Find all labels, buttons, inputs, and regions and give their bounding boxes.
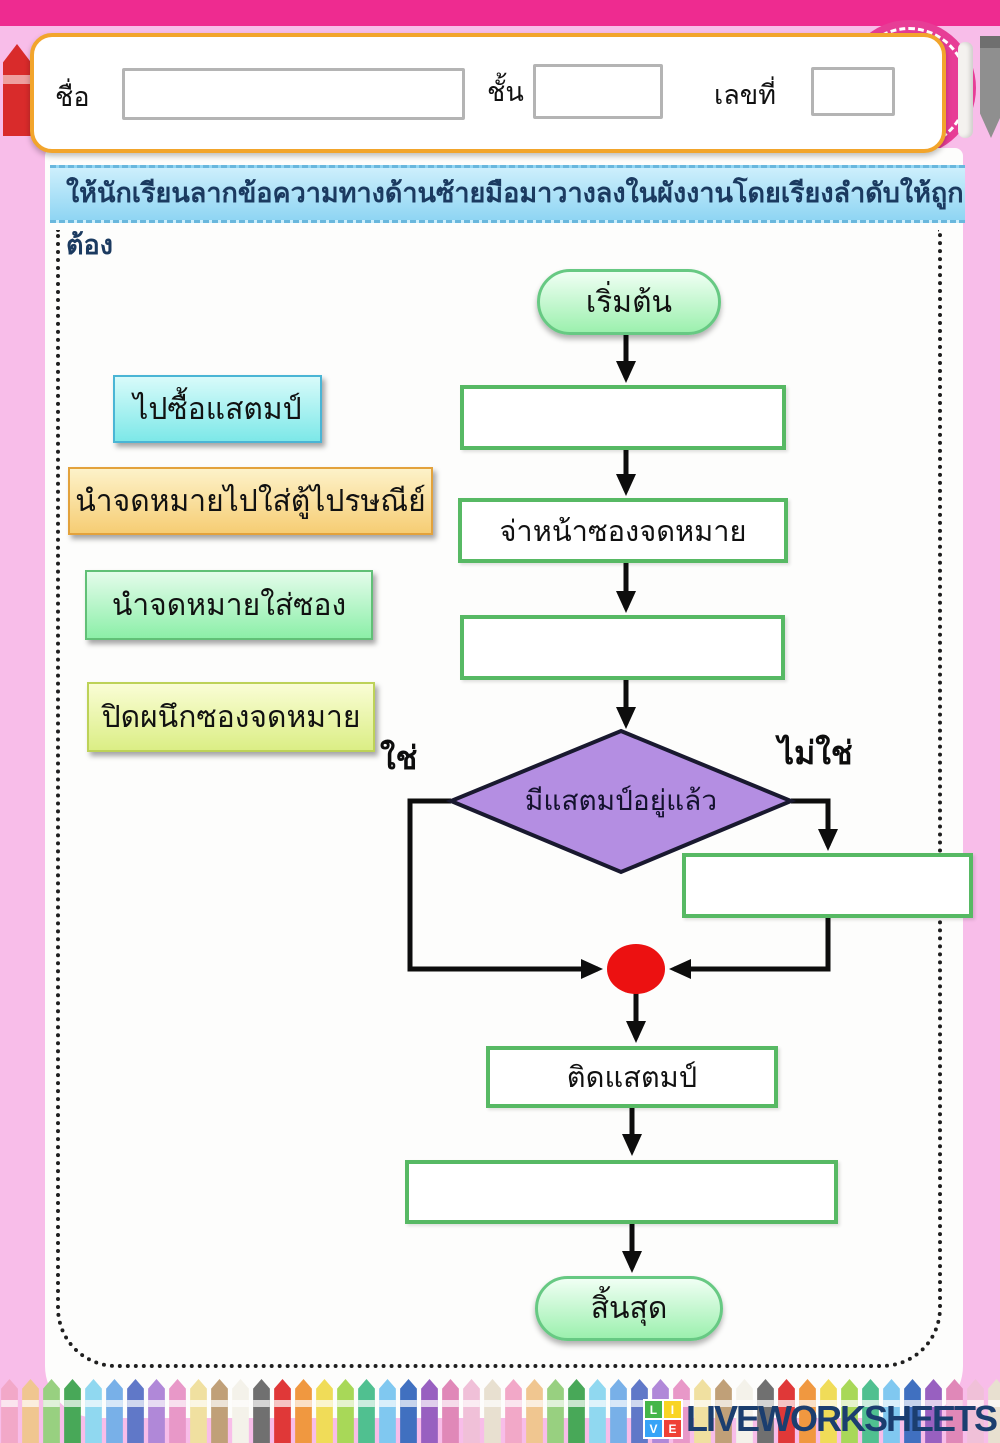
flow-address-node: จ่าหน้าซองจดหมาย (458, 498, 788, 563)
number-input[interactable] (811, 67, 895, 116)
crayon-border-decoration (0, 1379, 1000, 1443)
branch-no-label: ไม่ใช่ (778, 734, 853, 772)
drag-label-seal-envelope[interactable]: ปิดผนึกซองจดหมาย (87, 682, 375, 752)
crayon-decoration (421, 1379, 438, 1443)
flow-drop-slot-1[interactable] (460, 385, 786, 450)
crayon-decoration (274, 1379, 291, 1443)
crayon-decoration (232, 1379, 249, 1443)
red-crayon-icon (3, 44, 31, 136)
crayon-decoration (967, 1379, 984, 1443)
crayon-decoration (820, 1379, 837, 1443)
crayon-decoration (85, 1379, 102, 1443)
liveworksheets-wordmark: LIVEWORKSHEETS (685, 1398, 998, 1439)
gray-pen-icon (980, 36, 1000, 138)
flow-decision-node: มีแสตมป์อยู่แล้ว (524, 784, 718, 817)
crayon-decoration (757, 1379, 774, 1443)
crayon-decoration (505, 1379, 522, 1443)
crayon-decoration (148, 1379, 165, 1443)
class-input[interactable] (533, 64, 663, 119)
drag-label-put-letter-in-envelope[interactable]: นำจดหมายใส่ซอง (85, 570, 373, 640)
top-color-bar (0, 0, 1000, 26)
name-label: ชื่อ (55, 82, 90, 113)
crayon-decoration (64, 1379, 81, 1443)
crayon-decoration (22, 1379, 39, 1443)
logo-letter-tile: E (663, 1420, 681, 1437)
crayon-decoration (484, 1379, 501, 1443)
crayon-decoration (904, 1379, 921, 1443)
crayon-decoration (1, 1379, 18, 1443)
number-label: เลขที่ (714, 80, 777, 111)
white-pen-icon (958, 42, 973, 138)
dotted-border-frame (56, 230, 942, 1368)
crayon-decoration (568, 1379, 585, 1443)
crayon-decoration (946, 1379, 963, 1443)
crayon-decoration (862, 1379, 879, 1443)
crayon-decoration (442, 1379, 459, 1443)
crayon-decoration (736, 1379, 753, 1443)
flow-drop-slot-3[interactable] (682, 853, 973, 918)
crayon-decoration (715, 1379, 732, 1443)
crayon-decoration (610, 1379, 627, 1443)
drag-label-put-in-mailbox[interactable]: นำจดหมายไปใส่ตู้ไปรษณีย์ (68, 467, 433, 535)
crayon-decoration (190, 1379, 207, 1443)
crayon-decoration (337, 1379, 354, 1443)
logo-letter-tile: I (663, 1401, 681, 1418)
drag-label-buy-stamp[interactable]: ไปซื้อแสตมป์ (113, 375, 322, 443)
crayon-decoration (526, 1379, 543, 1443)
logo-letter-tile: L (644, 1401, 662, 1418)
crayon-decoration (547, 1379, 564, 1443)
crayon-decoration (43, 1379, 60, 1443)
crayon-decoration (253, 1379, 270, 1443)
crayon-decoration (841, 1379, 858, 1443)
branch-yes-label: ใช่ (380, 739, 418, 777)
instruction-bar: ให้นักเรียนลากข้อความทางด้านซ้ายมือมาวาง… (50, 165, 965, 261)
crayon-decoration (589, 1379, 606, 1443)
crayon-decoration (358, 1379, 375, 1443)
flow-stamp-node: ติดแสตมป์ (486, 1046, 778, 1108)
crayon-decoration (316, 1379, 333, 1443)
crayon-decoration (211, 1379, 228, 1443)
crayon-decoration (463, 1379, 480, 1443)
crayon-decoration (169, 1379, 186, 1443)
crayon-decoration (988, 1379, 1000, 1443)
flow-end-node: สิ้นสุด (535, 1276, 723, 1341)
flow-drop-slot-4[interactable] (405, 1160, 838, 1224)
flow-drop-slot-2[interactable] (460, 615, 785, 680)
crayon-decoration (694, 1379, 711, 1443)
name-input[interactable] (122, 68, 465, 120)
crayon-decoration (799, 1379, 816, 1443)
crayon-decoration (106, 1379, 123, 1443)
logo-letter-tile: V (644, 1420, 662, 1437)
crayon-decoration (883, 1379, 900, 1443)
crayon-decoration (127, 1379, 144, 1443)
crayon-decoration (778, 1379, 795, 1443)
crayon-decoration (379, 1379, 396, 1443)
crayon-decoration (925, 1379, 942, 1443)
crayon-decoration (400, 1379, 417, 1443)
crayon-decoration (295, 1379, 312, 1443)
class-label: ชั้น (487, 77, 524, 108)
flow-start-node: เริ่มต้น (537, 269, 721, 335)
